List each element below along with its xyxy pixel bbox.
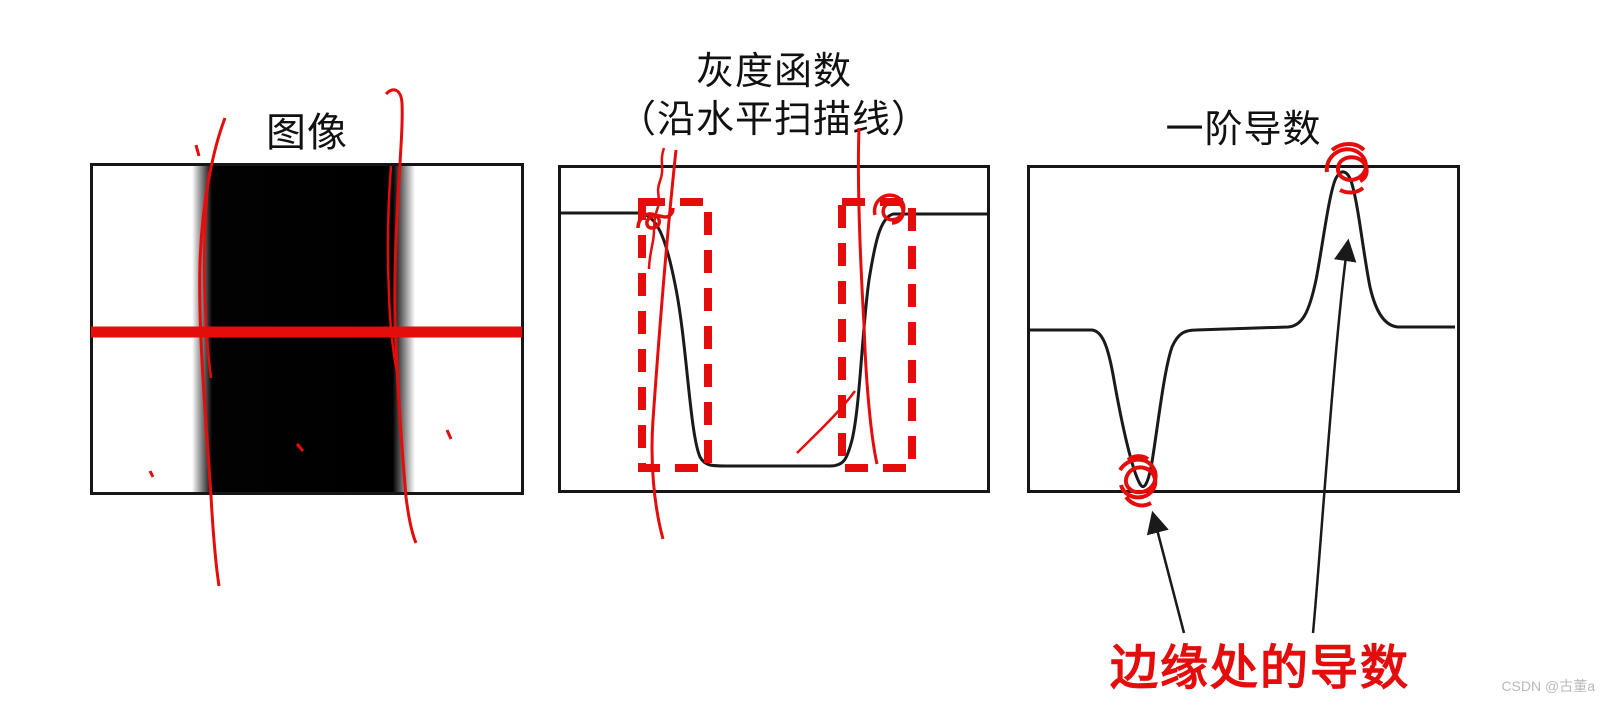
image-panel-title: 图像: [266, 111, 348, 155]
arrow-to-negative-peak: [1146, 510, 1186, 634]
gray-panel-title: 灰度函数 （沿水平扫描线）: [548, 48, 1000, 144]
derivative-panel: [1027, 165, 1460, 493]
dark-stripe: [192, 166, 415, 492]
gray-profile-panel: [558, 165, 990, 493]
edge-derivative-label: 边缘处的导数: [1109, 642, 1410, 695]
watermark: CSDN @古董a: [1501, 678, 1595, 694]
image-panel: [90, 163, 524, 495]
derivative-panel-title: 一阶导数: [1165, 109, 1322, 151]
gray-panel-title-line2: （沿水平扫描线）: [617, 99, 930, 141]
gray-panel-title-line1: 灰度函数: [695, 51, 852, 93]
